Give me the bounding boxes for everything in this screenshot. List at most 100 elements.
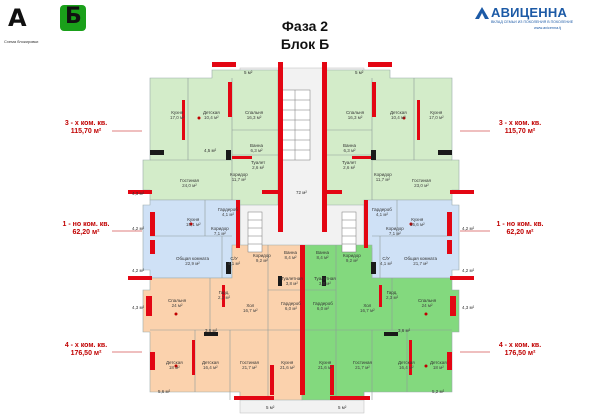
room-bath-tr-name: Ванна: [343, 143, 356, 148]
area-balc-bl: 3,6 м²: [205, 328, 218, 333]
label-4room-right-area: 176,50 м²: [504, 350, 536, 357]
area-small-tl: 4,3 м²: [132, 191, 145, 196]
label-1room-left-area: 62,20 м²: [72, 229, 100, 236]
label-4room-left: 4 - х ком. кв. 176,50 м²: [56, 342, 116, 358]
room-kitchen-tl-area: 17,0 м²: [170, 115, 185, 120]
room-su-ml-name: С/У: [230, 256, 238, 261]
room-tb-br-area: 3,8 м²: [318, 281, 331, 286]
room-bath-br-area: 8,4 м²: [316, 255, 329, 260]
room-ward-r-area: 4,1 м²: [375, 212, 388, 217]
label-1room-right-area: 62,20 м²: [506, 229, 534, 236]
room-kitchen-mr-name: Кухня: [411, 217, 424, 222]
area-small-br: 4,3 м²: [462, 305, 475, 310]
room-toilet-tl-area: 2,6 м²: [252, 165, 265, 170]
room-toilet-tr-area: 2,6 м²: [343, 165, 356, 170]
room-bed-tl-area: 16,3 м²: [246, 115, 262, 120]
room-bed-tl-name: Спальня: [245, 110, 264, 115]
room-bath-tl-area: 6,3 м²: [250, 148, 263, 153]
area-top-right: 5 м²: [355, 70, 364, 75]
room-hall-br-area: 16,7 м²: [360, 308, 375, 313]
room-bed-bl-area: 24 м²: [171, 303, 183, 308]
room-corr-mr-name: Коридор: [386, 226, 404, 231]
brand-slogan: ВКЛАД СЕМЬИ ИЗ ПОКОЛЕНИЯ В ПОКОЛЕНИЕ: [491, 20, 574, 24]
brand-logo: АВИЦЕННА ВКЛАД СЕМЬИ ИЗ ПОКОЛЕНИЯ В ПОКО…: [474, 4, 598, 34]
room-kids-bl2-area: 16,4 м²: [203, 365, 218, 370]
room-gard-bl-area: 2,3 м²: [218, 295, 231, 300]
area-side-mr1: 4,2 м²: [462, 226, 475, 231]
room-bed-bl-name: Спальня: [168, 298, 187, 303]
room-kids-br1-area: 16,4 м²: [399, 365, 414, 370]
label-4room-right-type: 4 - х ком. кв.: [498, 342, 542, 349]
room-gard-br-area: 2,3 м²: [386, 295, 399, 300]
label-1room-left-type: 1 - но ком. кв.: [62, 221, 110, 228]
room-gard-bl: Гард.2,3 м²: [218, 290, 230, 300]
room-living-br-area: 21,7 м²: [355, 365, 370, 370]
area-bottom-br: 5 м²: [338, 405, 347, 410]
room-kids-bl2-name: Детская: [202, 360, 219, 365]
room-hall-br-name: Хол: [363, 303, 372, 308]
room-ward-br-area: 6,0 м²: [316, 306, 329, 311]
room-gard-br-name: Гард.: [386, 290, 398, 295]
room-corr-ml-area: 7,1 м²: [213, 231, 226, 236]
room-corr-br-area: 9,2 м²: [345, 258, 358, 263]
label-3room-left-type: 3 - х ком. кв.: [64, 120, 108, 127]
room-corr-tr-name: Коридор: [374, 172, 392, 177]
room-ward-r-name: Гардероб: [372, 207, 392, 212]
room-su-mr-area: 4,1 м²: [380, 261, 393, 266]
room-bed-br-area: 24 м²: [421, 303, 433, 308]
room-corr-tl-name: Коридор: [230, 172, 248, 177]
room-corr-mr-area: 7,1 м²: [388, 231, 401, 236]
room-kids-tr-area: 10,4 м²: [391, 115, 406, 120]
label-3room-right-area: 115,70 м²: [504, 128, 536, 135]
letter-b: Б: [65, 4, 82, 29]
room-corr-tr-area: 11,7 м²: [375, 177, 391, 182]
room-tb-bl-name: Туалетная: [281, 276, 303, 281]
letter-b-badge: [60, 5, 86, 31]
room-toilet-tr-name: Туалет: [342, 160, 357, 165]
room-bath-bl-area: 8,4 м²: [284, 255, 297, 260]
room-ward-br-name: Гардероб: [313, 301, 333, 306]
letter-a: А: [8, 4, 27, 32]
room-tb-bl-area: 3,8 м²: [285, 281, 298, 286]
room-living-tl-area: 24,0 м²: [182, 183, 197, 188]
area-balc-br: 3,6 м²: [398, 328, 411, 333]
area-side-ml1: 4,2 м²: [132, 226, 145, 231]
room-kids-tl-area: 10,4 м²: [204, 115, 219, 120]
room-hall-bl-name: Хол: [246, 303, 255, 308]
room-kitchen-br-area: 21,6 м²: [318, 365, 333, 370]
title-block: Блок Б: [280, 36, 330, 52]
label-1room-right: 1 - но ком. кв. 62,20 м²: [490, 221, 550, 237]
label-1room-right-type: 1 - но ком. кв.: [496, 221, 544, 228]
label-4room-left-area: 176,50 м²: [70, 350, 102, 357]
room-kitchen-ml-area: 15,1 м²: [186, 222, 201, 227]
marker-dots: [174, 116, 428, 368]
